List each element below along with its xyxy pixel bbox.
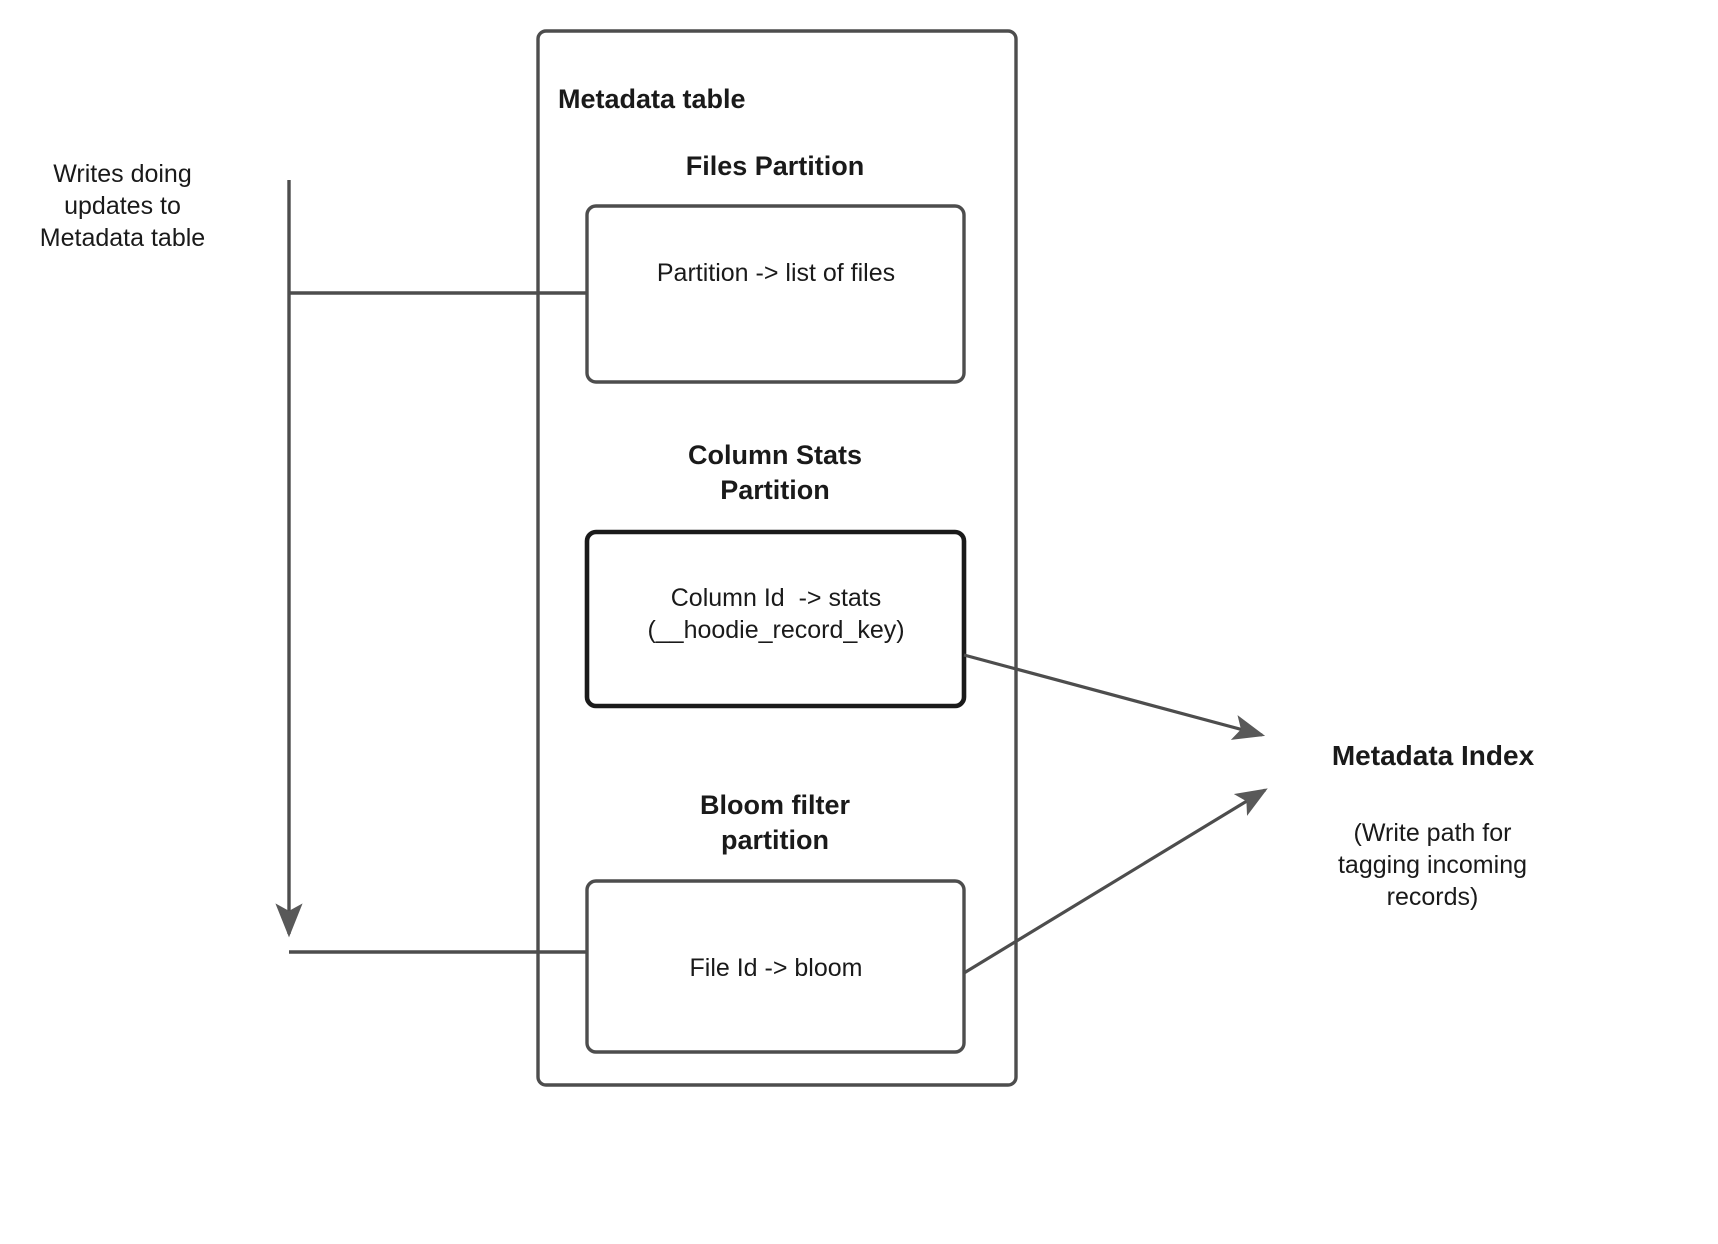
- column-stats-partition-heading: Column Stats Partition: [687, 440, 862, 505]
- bloom-filter-partition-box-text: File Id -> bloom: [689, 954, 863, 982]
- files-partition-box-text: Partition -> list of files: [656, 259, 896, 287]
- column-stats-partition-box-text: Column Id -> stats (__hoodie_record_key): [647, 584, 905, 644]
- files-partition-heading: Files Partition: [685, 151, 865, 181]
- writes-updates-caption: Writes doing updates to Metadata table: [39, 160, 206, 252]
- column-stats-to-index-arrow: [963, 653, 1266, 740]
- bloom-filter-partition-heading: Bloom filter partition: [699, 790, 850, 855]
- metadata-index-title: Metadata Index: [1331, 740, 1535, 771]
- metadata-index-note: (Write path for tagging incoming records…: [1337, 819, 1527, 911]
- bloom-to-index-arrow: [963, 788, 1268, 975]
- column-stats-partition-box: [584, 529, 967, 709]
- bloom-filter-partition-box: [585, 879, 966, 1054]
- metadata-table-container: [536, 29, 1018, 1087]
- files-partition-box: [585, 204, 966, 384]
- metadata-table-title: Metadata table: [558, 84, 746, 114]
